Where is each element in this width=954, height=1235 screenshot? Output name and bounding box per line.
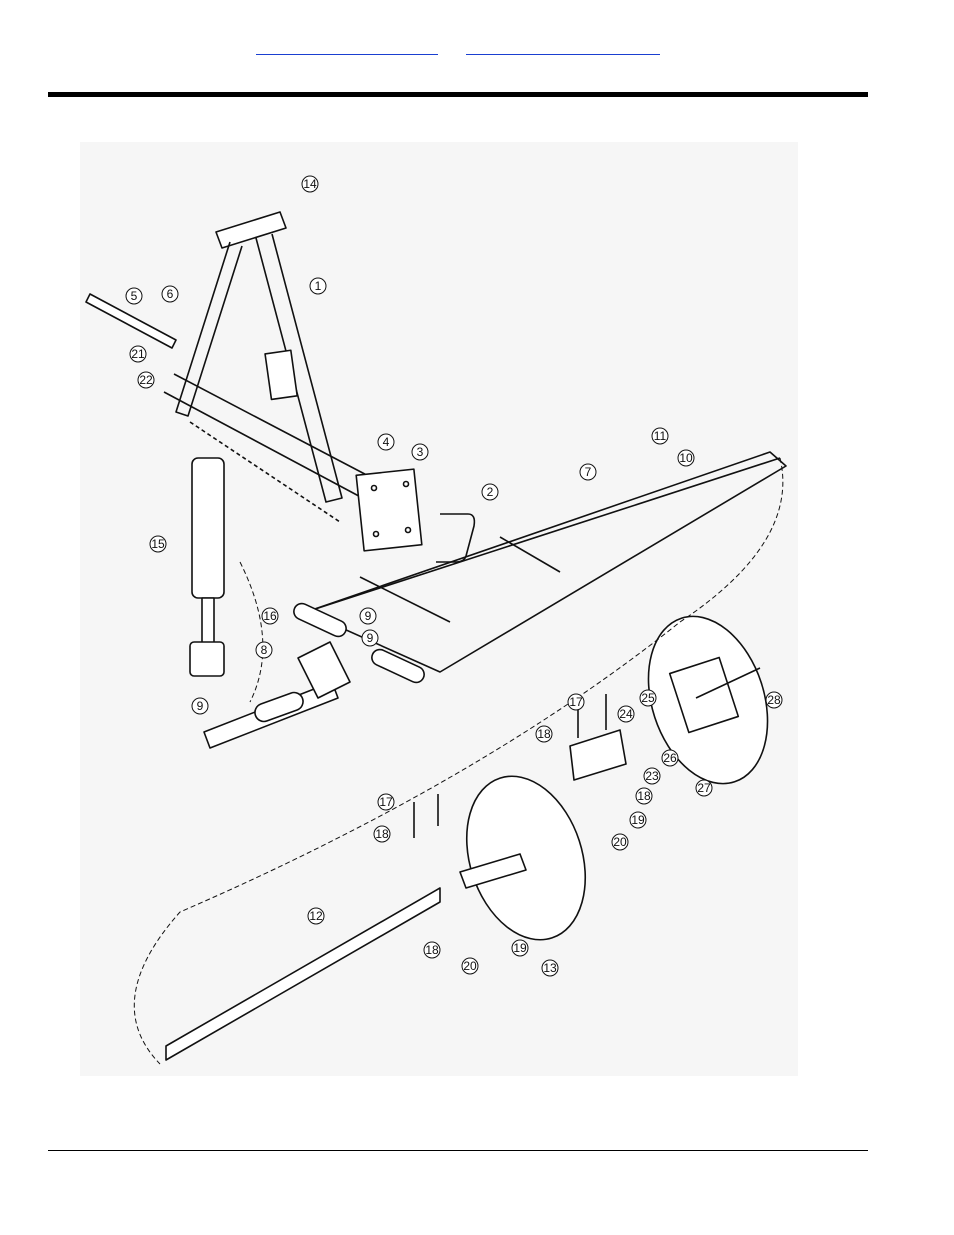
callout-25: 25 [640, 690, 656, 706]
svg-text:27: 27 [697, 781, 711, 795]
svg-text:14: 14 [303, 177, 317, 191]
svg-text:18: 18 [425, 943, 439, 957]
callout-17a: 17 [568, 694, 584, 710]
svg-text:25: 25 [641, 691, 655, 705]
svg-text:19: 19 [513, 941, 527, 955]
svg-text:2: 2 [487, 485, 494, 499]
header-link-1[interactable] [256, 38, 438, 55]
svg-text:24: 24 [619, 707, 633, 721]
callout-23: 23 [644, 768, 660, 784]
svg-text:9: 9 [197, 699, 204, 713]
svg-text:19: 19 [631, 813, 645, 827]
header-link-2[interactable] [466, 38, 660, 55]
svg-text:11: 11 [654, 429, 667, 443]
svg-text:20: 20 [463, 959, 477, 973]
u-bolt [436, 514, 474, 562]
lift-arm-bracket [298, 642, 350, 698]
callout-18a: 18 [536, 726, 552, 742]
callout-18b: 18 [636, 788, 652, 804]
callout-9b: 9 [362, 630, 378, 646]
svg-text:3: 3 [417, 445, 424, 459]
svg-text:6: 6 [167, 287, 174, 301]
parts-diagram-drawing: 14 1 5 6 21 22 4 3 11 10 2 7 15 16 9 9 8… [80, 142, 798, 1076]
frame-crossbar-2 [500, 537, 560, 572]
callout-6: 6 [162, 286, 178, 302]
svg-text:10: 10 [679, 451, 693, 465]
callout-9a: 9 [360, 608, 376, 624]
callout-24: 24 [618, 706, 634, 722]
svg-text:1: 1 [315, 279, 322, 293]
svg-text:18: 18 [537, 727, 551, 741]
callout-18d: 18 [424, 942, 440, 958]
svg-text:23: 23 [645, 769, 659, 783]
cylinder-barrel [192, 458, 224, 598]
callout-22: 22 [138, 372, 154, 388]
callout-12: 12 [308, 908, 324, 924]
svg-text:9: 9 [367, 631, 374, 645]
svg-text:18: 18 [637, 789, 651, 803]
svg-text:5: 5 [131, 289, 138, 303]
callout-21: 21 [130, 346, 146, 362]
svg-text:18: 18 [375, 827, 389, 841]
callout-13: 13 [542, 960, 558, 976]
svg-text:7: 7 [585, 465, 592, 479]
svg-text:9: 9 [365, 609, 372, 623]
callout-8: 8 [256, 642, 272, 658]
callout-28: 28 [766, 692, 782, 708]
callout-1: 1 [310, 278, 326, 294]
callout-2: 2 [482, 484, 498, 500]
svg-text:26: 26 [663, 751, 677, 765]
callout-9c: 9 [192, 698, 208, 714]
svg-text:28: 28 [767, 693, 781, 707]
svg-text:22: 22 [139, 373, 153, 387]
footer-rule [48, 1150, 868, 1151]
callout-3: 3 [412, 444, 428, 460]
callout-17b: 17 [378, 794, 394, 810]
cylinder-clevis [190, 642, 224, 676]
mount-plate [356, 469, 422, 551]
square-tube [166, 888, 440, 1060]
svg-text:8: 8 [261, 643, 268, 657]
mast-gusset-plate [265, 350, 297, 399]
callout-18c: 18 [374, 826, 390, 842]
callout-16: 16 [262, 608, 278, 624]
disc-blade-lower [447, 761, 605, 955]
svg-text:15: 15 [151, 537, 165, 551]
callout-26: 26 [662, 750, 678, 766]
mast-left-leg [176, 242, 242, 416]
callout-10: 10 [678, 450, 694, 466]
svg-text:17: 17 [569, 695, 583, 709]
callout-14: 14 [302, 176, 318, 192]
callout-20a: 20 [612, 834, 628, 850]
callout-5: 5 [126, 288, 142, 304]
svg-text:21: 21 [131, 347, 145, 361]
callout-15: 15 [150, 536, 166, 552]
svg-text:12: 12 [309, 909, 323, 923]
callout-11: 11 [652, 428, 668, 444]
parts-diagram: 14 1 5 6 21 22 4 3 11 10 2 7 15 16 9 9 8… [80, 142, 798, 1076]
callout-27: 27 [696, 780, 712, 796]
svg-text:4: 4 [383, 435, 390, 449]
callout-19b: 19 [512, 940, 528, 956]
callout-7: 7 [580, 464, 596, 480]
svg-text:13: 13 [543, 961, 557, 975]
callout-4: 4 [378, 434, 394, 450]
svg-text:17: 17 [379, 795, 393, 809]
callout-20b: 20 [462, 958, 478, 974]
svg-text:16: 16 [263, 609, 277, 623]
header-rule [48, 92, 868, 97]
svg-text:20: 20 [613, 835, 627, 849]
callout-19a: 19 [630, 812, 646, 828]
mast-top-plate [216, 212, 286, 248]
